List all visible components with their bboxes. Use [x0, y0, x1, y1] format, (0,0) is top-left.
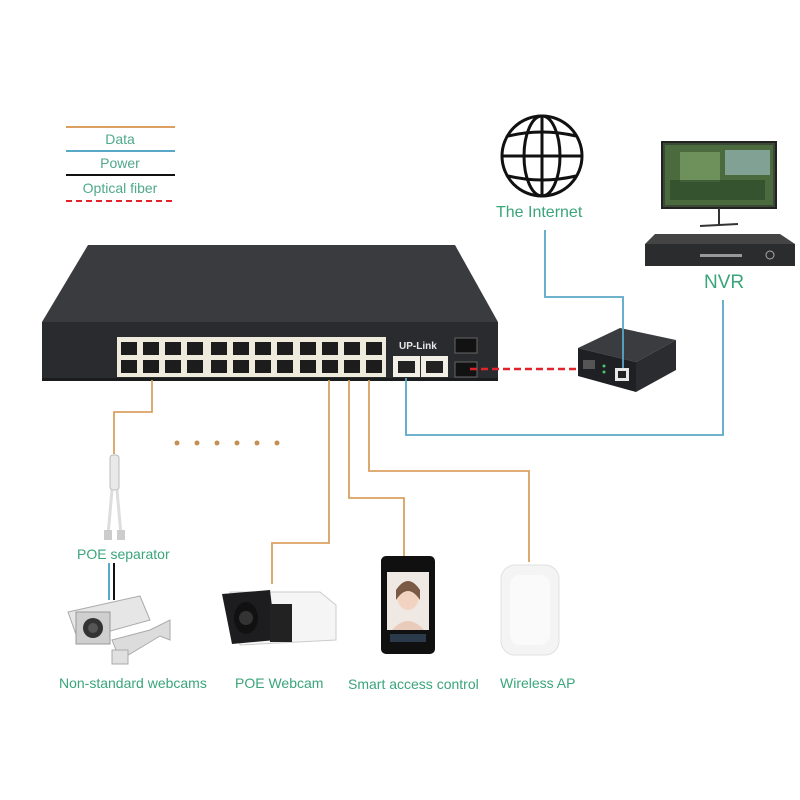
rj45-port	[211, 342, 227, 355]
rj45-port	[277, 342, 293, 355]
rj45-port	[322, 342, 338, 355]
media-converter-icon	[578, 328, 676, 392]
rj45-port-block	[117, 337, 386, 377]
rj45-port	[344, 342, 360, 355]
rj45-port	[366, 360, 382, 373]
rj45-port	[233, 360, 249, 373]
nvr-monitor-icon	[661, 141, 777, 227]
rj45-port	[187, 342, 203, 355]
globe-icon	[500, 114, 584, 198]
poe-separator-label: POE separator	[77, 546, 170, 562]
rj45-port	[143, 342, 159, 355]
device-label-poe-webcam: POE Webcam	[235, 675, 324, 691]
rj45-port	[165, 360, 181, 373]
legend-label-power: Power	[100, 155, 140, 171]
internet-link	[544, 230, 624, 368]
rj45-port	[277, 360, 293, 373]
nvr-link	[405, 300, 724, 436]
wireless-ap-icon	[500, 564, 560, 656]
rj45-port	[211, 360, 227, 373]
internet-label: The Internet	[496, 204, 583, 221]
poe-webcam-icon	[222, 590, 337, 646]
rj45-port	[121, 342, 137, 355]
link-separator	[113, 380, 153, 454]
non-standard-webcam-icon	[67, 595, 171, 665]
rj45-port	[322, 360, 338, 373]
smart-access-control-icon	[381, 556, 435, 654]
rj45-port	[300, 360, 316, 373]
device-label-non-standard-webcams: Non-standard webcams	[59, 675, 207, 691]
link-access-control	[348, 380, 405, 556]
rj45-port	[300, 342, 316, 355]
rj45-port	[255, 342, 271, 355]
rj45-port	[143, 360, 159, 373]
rj45-port	[165, 342, 181, 355]
more-ports-ellipsis	[174, 440, 280, 446]
legend-label-optical-fiber: Optical fiber	[82, 180, 158, 196]
link-wireless-ap	[368, 380, 530, 562]
rj45-port	[366, 342, 382, 355]
poe-separator-icon	[104, 454, 125, 540]
device-label-smart-access-control: Smart access control	[348, 676, 479, 692]
nvr-label: NVR	[704, 272, 745, 293]
rj45-port	[255, 360, 271, 373]
device-label-wireless-ap: Wireless AP	[500, 675, 576, 691]
uplink-ports	[393, 356, 448, 377]
rj45-port	[344, 360, 360, 373]
link-poe-webcam	[271, 380, 330, 584]
rj45-port	[121, 360, 137, 373]
rj45-port	[233, 342, 249, 355]
nvr-recorder-icon	[645, 234, 795, 266]
legend-label-data: Data	[105, 131, 135, 147]
uplink-label: UP-Link	[399, 341, 437, 352]
rj45-port	[187, 360, 203, 373]
